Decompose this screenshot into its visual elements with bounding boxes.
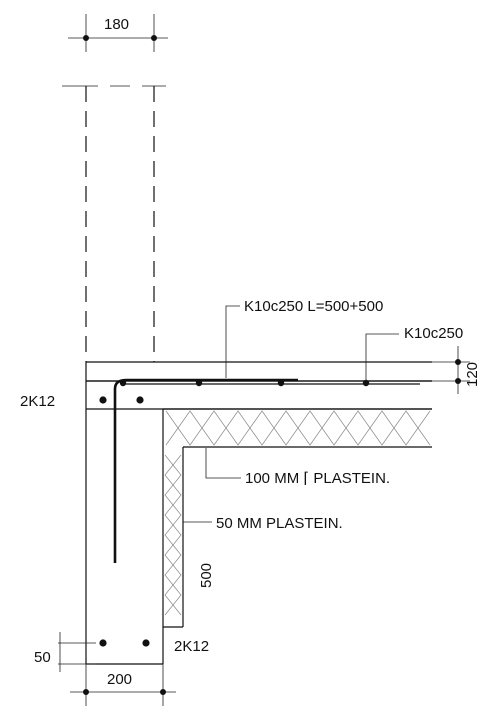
- insulation-hatch: [164, 454, 182, 616]
- rebar-dot: [99, 639, 107, 647]
- leader-line: [225, 305, 240, 378]
- leader-line: [205, 448, 241, 479]
- rebar-dot: [142, 639, 150, 647]
- rebar-dot: [119, 379, 127, 387]
- dim-200-text: 200: [107, 671, 132, 688]
- label-wall-insulation: 50 MM PLASTEIN.: [183, 515, 343, 532]
- dim-50-text: 50: [34, 649, 51, 666]
- wall-insulation: [163, 447, 184, 628]
- slab-insulation: [163, 408, 432, 448]
- label-wall-bottom-bars: 2K12: [174, 638, 209, 655]
- dim-right-120: 120: [432, 346, 481, 394]
- slab-rebar: [113, 378, 420, 563]
- label-slab-insulation: 100 MM ⌈ PLASTEIN.: [205, 448, 390, 487]
- label-wall-top-bars: 2K12: [20, 393, 55, 410]
- dim-tick: [83, 35, 89, 41]
- dim-top-180: 180: [68, 14, 168, 52]
- lower-wall: [86, 396, 164, 665]
- dim-180-text: 180: [104, 16, 129, 33]
- hooked-bar: [113, 378, 298, 563]
- rebar-dot: [195, 379, 203, 387]
- wall-insulation-text: 50 MM PLASTEIN.: [216, 515, 343, 532]
- label-slab-top-bar: K10c250 L=500+500: [225, 298, 383, 378]
- floor-slab: [85, 361, 432, 664]
- rebar-dot: [136, 396, 144, 404]
- wall-bottom-bars-text: 2K12: [174, 638, 209, 655]
- upper-wall: [62, 85, 166, 362]
- slab-edge-bar-text: K10c250: [404, 325, 463, 342]
- dim-tick: [151, 35, 157, 41]
- dim-500: 500: [198, 563, 215, 588]
- dim-50: 50: [34, 632, 96, 672]
- slab-insulation-text: 100 MM ⌈ PLASTEIN.: [245, 470, 390, 487]
- rebar-dot: [277, 379, 285, 387]
- label-slab-edge-bar: K10c250: [365, 325, 463, 381]
- dim-120-text: 120: [464, 362, 481, 387]
- dim-bottom-200: 200: [70, 664, 176, 706]
- dim-500-text: 500: [198, 563, 215, 588]
- leader-line: [365, 333, 399, 381]
- rebar-dot: [99, 396, 107, 404]
- slab-top-bar-text: K10c250 L=500+500: [244, 298, 383, 315]
- rebar-dot: [362, 379, 370, 387]
- wall-top-bars-text: 2K12: [20, 393, 55, 410]
